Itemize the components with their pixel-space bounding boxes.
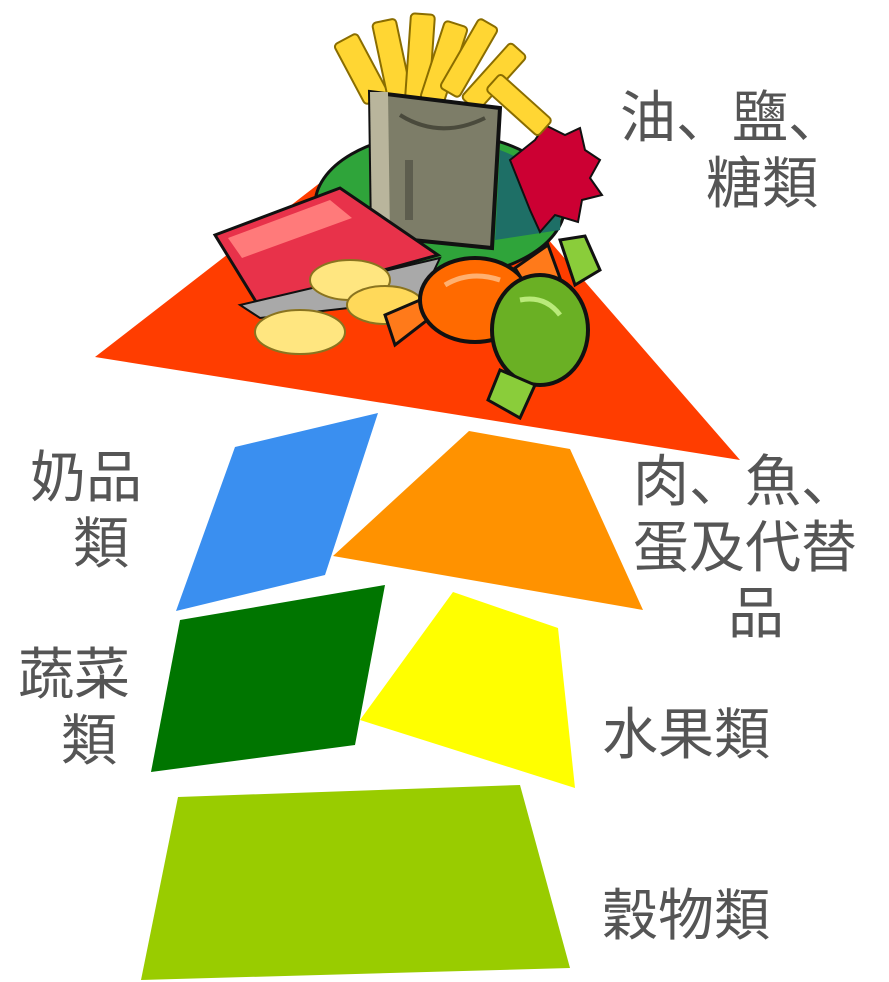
label-meat-line-1: 肉、魚、 [633, 450, 857, 515]
fries-icon [333, 12, 552, 251]
label-dairy-line-2: 類 [73, 512, 129, 577]
label-meat-line-3: 品 [728, 582, 784, 647]
label-dairy: 奶品 類 [30, 446, 142, 578]
label-fruit: 水果類 [602, 703, 770, 769]
red-splash-icon [508, 123, 604, 234]
label-oil-line-1: 油、鹽、 [620, 86, 844, 151]
label-veg-line-1: 蔬菜 [18, 643, 130, 708]
junk-food-illustration [212, 12, 604, 421]
chips-bag-icon [212, 186, 442, 355]
label-meat-fish-eggs: 肉、魚、 蛋及代替 品 [633, 450, 857, 648]
label-oil-salt-sugar: 油、鹽、 糖類 [620, 86, 844, 218]
label-oil-line-2: 糖類 [706, 152, 818, 217]
label-dairy-line-1: 奶品 [30, 446, 142, 511]
label-meat-line-2: 蛋及代替 [633, 516, 857, 581]
label-grains-line-1: 穀物類 [602, 884, 770, 949]
label-grains: 穀物類 [602, 884, 770, 950]
tier-grains [141, 785, 570, 980]
green-candy-icon [486, 234, 602, 421]
tier-meat-fish-eggs [333, 431, 643, 610]
tier-dairy [176, 413, 378, 611]
label-veg-line-2: 類 [61, 709, 117, 774]
tier-fruit [360, 592, 575, 788]
tier-vegetables [151, 585, 385, 772]
label-fruit-line-1: 水果類 [602, 703, 770, 768]
label-vegetables: 蔬菜 類 [18, 643, 130, 775]
